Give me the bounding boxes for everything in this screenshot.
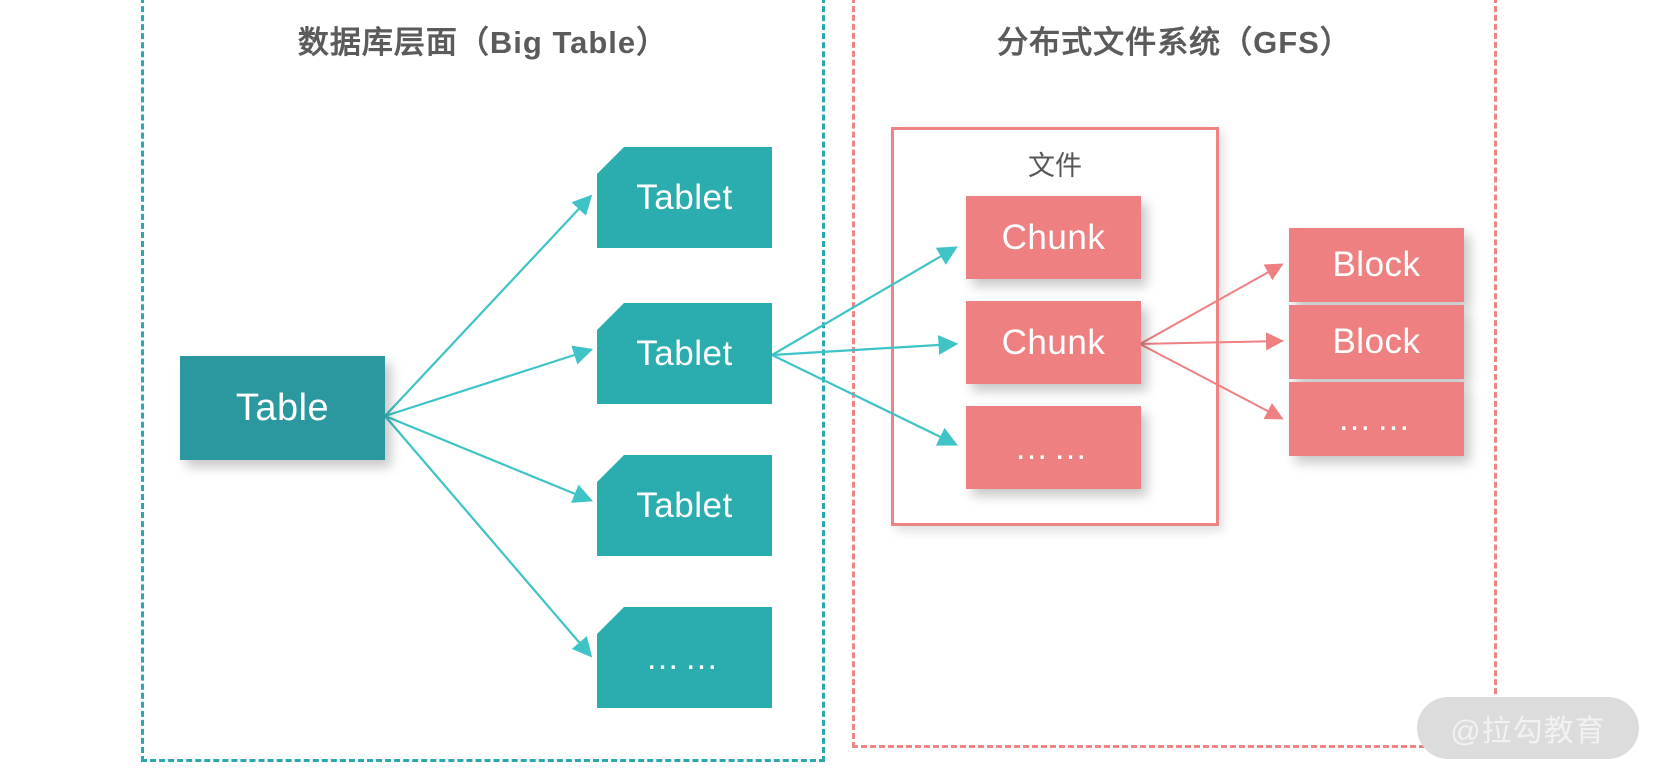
node-chunk-1[interactable]: Chunk xyxy=(966,196,1141,279)
node-chunk-2[interactable]: Chunk xyxy=(966,301,1141,384)
region-right-title: 分布式文件系统（GFS） xyxy=(997,25,1352,60)
watermark-label: @拉勾教育 xyxy=(1450,715,1606,748)
node-chunk-2-label: Chunk xyxy=(1001,322,1106,362)
watermark: @拉勾教育 xyxy=(1417,697,1639,759)
region-left-title: 数据库层面（Big Table） xyxy=(297,25,669,60)
node-chunk-ellipsis-label: …… xyxy=(1014,428,1093,467)
node-tablet-ellipsis[interactable]: …… xyxy=(597,607,772,708)
node-block-ellipsis[interactable]: …… xyxy=(1289,382,1464,456)
node-block-1-label: Block xyxy=(1332,245,1421,284)
node-tablet-3-label: Tablet xyxy=(636,485,733,525)
node-block-2-label: Block xyxy=(1332,322,1421,361)
node-tablet-1[interactable]: Tablet xyxy=(597,147,772,248)
node-tablet-ellipsis-label: …… xyxy=(645,638,724,677)
node-block-1[interactable]: Block xyxy=(1289,228,1464,302)
node-table-label: Table xyxy=(235,386,330,429)
file-group-label: 文件 xyxy=(1028,151,1082,181)
node-tablet-2-label: Tablet xyxy=(636,333,733,373)
node-tablet-1-label: Tablet xyxy=(636,177,733,217)
node-block-ellipsis-label: …… xyxy=(1337,400,1416,438)
node-chunk-1-label: Chunk xyxy=(1001,217,1106,257)
node-block-2[interactable]: Block xyxy=(1289,305,1464,379)
node-tablet-3[interactable]: Tablet xyxy=(597,455,772,556)
node-table[interactable]: Table xyxy=(180,356,385,460)
node-tablet-2[interactable]: Tablet xyxy=(597,303,772,404)
node-chunk-ellipsis[interactable]: …… xyxy=(966,406,1141,489)
